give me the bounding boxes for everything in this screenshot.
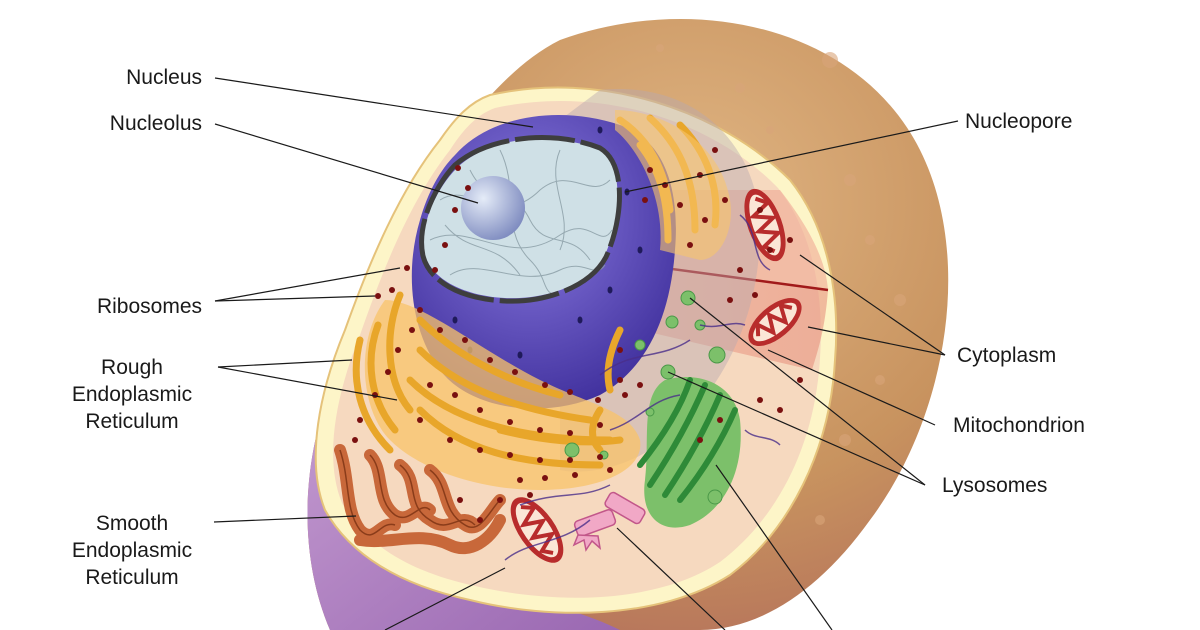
mitochondrion-right — [748, 298, 802, 346]
ribosome-dot — [527, 492, 533, 498]
label-ribosomes: Ribosomes — [96, 295, 202, 318]
ribosome-dot — [455, 165, 461, 171]
ribosome-dot — [717, 417, 723, 423]
ribosome-dot — [722, 197, 728, 203]
ribosome-dot — [642, 197, 648, 203]
ribosome-dot — [647, 167, 653, 173]
label-rough-er: Rough Endoplasmic Reticulum — [71, 356, 193, 433]
label-nucleopore: Nucleopore — [965, 110, 1073, 133]
ribosome-dot — [597, 422, 603, 428]
nuclear-envelope-rim — [419, 135, 622, 304]
ribosome-dot — [432, 267, 438, 273]
label-smooth-er: Smooth Endoplasmic Reticulum — [71, 512, 193, 589]
ribosome-dot — [507, 419, 513, 425]
ribosome-dot — [622, 392, 628, 398]
ribosome-dot — [417, 307, 423, 313]
ribosome-dot — [437, 327, 443, 333]
ribosome-dot — [787, 237, 793, 243]
ribosome-dot — [417, 417, 423, 423]
ribosome-dot — [395, 347, 401, 353]
nucleolus — [461, 176, 525, 240]
ribosome-dot — [637, 382, 643, 388]
ribosomes — [352, 147, 803, 523]
ribosome-dot — [452, 207, 458, 213]
ribosome-dot — [442, 242, 448, 248]
ribosome-dot — [677, 202, 683, 208]
ribosome-dot — [447, 437, 453, 443]
ribosome-dot — [537, 457, 543, 463]
ribosome-dot — [702, 217, 708, 223]
ribosome-dot — [697, 437, 703, 443]
ribosome-dot — [712, 147, 718, 153]
ribosome-dot — [427, 382, 433, 388]
ribosome-dot — [465, 185, 471, 191]
ribosome-dot — [607, 467, 613, 473]
outer-texture — [656, 44, 906, 525]
ribosome-dot — [567, 389, 573, 395]
ribosome-dot — [757, 207, 763, 213]
label-nucleolus: Nucleolus — [109, 112, 202, 135]
ribosome-dot — [542, 475, 548, 481]
ribosome-dot — [727, 297, 733, 303]
ribosome-dot — [617, 377, 623, 383]
centrioles — [572, 491, 646, 552]
ribosome-dot — [385, 369, 391, 375]
ribosome-dot — [457, 497, 463, 503]
ribosome-dot — [542, 382, 548, 388]
ribosome-dot — [797, 377, 803, 383]
label-nucleus: Nucleus — [126, 66, 202, 89]
rough-er-lower — [352, 291, 624, 469]
ribosome-dot — [409, 327, 415, 333]
ribosome-dot — [767, 247, 773, 253]
ribosome-dot — [572, 472, 578, 478]
ribosome-dot — [567, 457, 573, 463]
ribosome-dot — [567, 430, 573, 436]
ribosome-dot — [462, 337, 468, 343]
ribosome-dot — [597, 454, 603, 460]
ribosome-dot — [477, 517, 483, 523]
ribosome-dot — [512, 369, 518, 375]
ribosome-dot — [777, 407, 783, 413]
ribosome-dot — [595, 397, 601, 403]
ribosome-dot — [477, 407, 483, 413]
ribosome-dot — [389, 287, 395, 293]
label-cytoplasm: Cytoplasm — [957, 344, 1057, 367]
label-mitochondrion: Mitochondrion — [953, 414, 1085, 437]
rough-er-upper-fill — [615, 110, 731, 260]
ribosome-dot — [404, 265, 410, 271]
ribosome-dot — [687, 242, 693, 248]
lysosomes — [564, 290, 726, 505]
ribosome-dot — [357, 417, 363, 423]
ribosome-dot — [537, 427, 543, 433]
mitochondrion-lower — [510, 497, 564, 563]
ribosome-dot — [517, 477, 523, 483]
ribosome-dot — [737, 267, 743, 273]
ribosome-dot — [497, 497, 503, 503]
ribosome-dot — [752, 292, 758, 298]
ribosome-dot — [477, 447, 483, 453]
ribosome-dot — [352, 437, 358, 443]
smooth-er-outline — [339, 449, 501, 536]
ribosome-dot — [375, 293, 381, 299]
cytoskeleton — [504, 214, 781, 561]
ribosome-dot — [617, 347, 623, 353]
ribosome-dot — [757, 397, 763, 403]
label-lysosomes: Lysosomes — [942, 474, 1048, 497]
leader-lines — [213, 77, 959, 630]
ribosome-dot — [452, 392, 458, 398]
golgi-cisternae — [637, 377, 738, 503]
ribosome-dot — [507, 452, 513, 458]
ribosome-dot — [487, 357, 493, 363]
